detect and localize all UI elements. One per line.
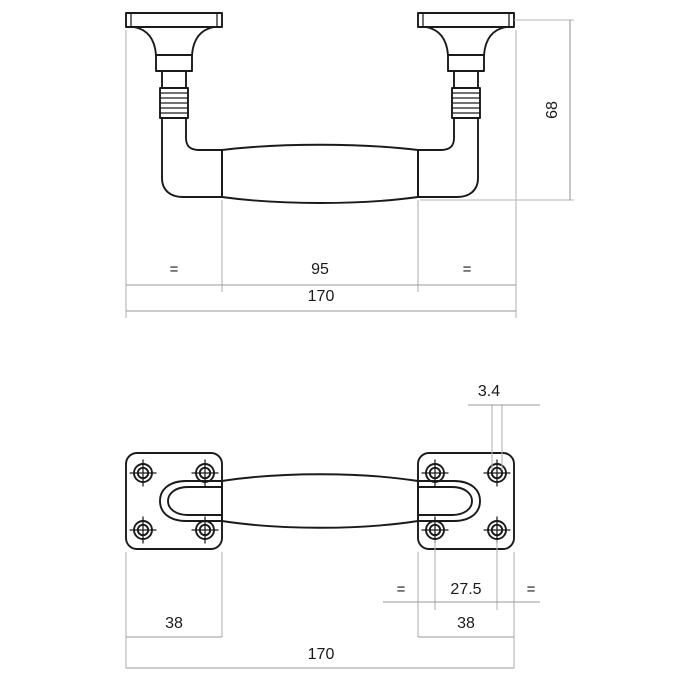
right-arm	[417, 117, 479, 198]
right-plate-screw-hole-bottom-left	[421, 516, 449, 544]
right-shank-upper	[453, 70, 479, 89]
right-neck-outer-arc	[417, 480, 481, 522]
plan-grip-body	[221, 473, 419, 529]
left-rosette-assembly	[125, 12, 223, 198]
left-neck-inner-arc	[167, 486, 223, 516]
left-plate-screw-hole-bottom-right	[191, 516, 219, 544]
left-shank-upper	[161, 70, 187, 89]
left-plate-screw-hole-bottom-left	[129, 516, 157, 544]
left-plate-screw-hole-top-left	[129, 459, 157, 487]
left-plate-screw-hole-top-right	[191, 459, 219, 487]
left-neck-outer-arc	[159, 480, 223, 522]
dim-text-38-left: 38	[165, 615, 183, 632]
dim-text-equal-right-elevation: =	[463, 261, 472, 278]
plan-grip-bar	[221, 473, 419, 529]
left-mounting-plate	[125, 452, 223, 550]
right-plate-screw-hole-bottom-right	[483, 516, 511, 544]
dim-text-170-plan: 170	[308, 646, 335, 663]
dim-text-95: 95	[311, 261, 329, 278]
dim-text-170-elevation: 170	[308, 288, 335, 305]
right-flare	[425, 26, 507, 56]
dim-text-68: 68	[544, 101, 561, 119]
right-baseplate	[417, 12, 515, 28]
dim-text-equal-left-elevation: =	[170, 261, 179, 278]
left-baseplate	[125, 12, 223, 28]
dim-text-equal-left-plan: =	[397, 581, 406, 598]
dim-text-equal-right-plan: =	[527, 581, 536, 598]
right-collar	[447, 54, 485, 72]
dim-text-38-right: 38	[457, 615, 475, 632]
left-arm	[161, 117, 223, 198]
right-plate-screw-hole-top-right	[483, 459, 511, 487]
right-neck-inner-arc	[417, 486, 473, 516]
left-flare	[133, 26, 215, 56]
front-elevation-view: = 95 = 170 68	[125, 12, 574, 318]
plan-view: 3.4 = 27.5 = 38 38 17	[125, 383, 540, 669]
left-collar	[155, 54, 193, 72]
elevation-dimensions: = 95 = 170 68	[125, 19, 574, 318]
grip-bar-body	[221, 143, 419, 204]
right-mounting-plate	[417, 452, 515, 550]
elevation-grip-bar	[221, 143, 419, 204]
dim-text-27-5: 27.5	[450, 581, 481, 598]
right-plate-screw-hole-top-left	[421, 459, 449, 487]
right-rosette-assembly	[417, 12, 515, 198]
plan-dimensions: 3.4 = 27.5 = 38 38 17	[125, 383, 540, 669]
dim-text-3-4: 3.4	[478, 383, 500, 400]
